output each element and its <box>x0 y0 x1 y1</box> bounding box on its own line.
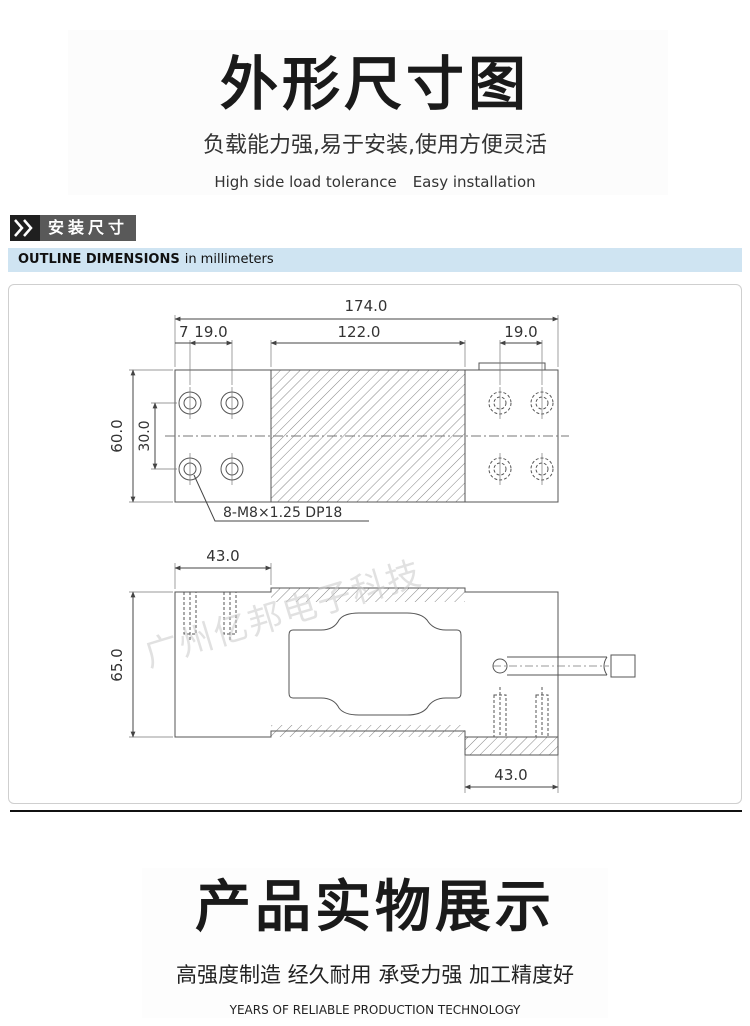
dimension-drawing: 174.0 7 19.0 122.0 19.0 60.0 30.0 8-M8×1… <box>108 297 636 793</box>
showcase-tagline: YEARS OF RELIABLE PRODUCTION TECHNOLOGY <box>229 1003 521 1017</box>
dim-bottom-mount-length: 43.0 <box>494 766 527 784</box>
section-divider <box>10 810 742 812</box>
dim-left-hole-pitch: 19.0 <box>194 323 227 341</box>
page-subtitle: 负载能力强,易于安装,使用方便灵活 <box>203 133 547 158</box>
outline-dimensions-band: OUTLINE DIMENSIONS in millimeters <box>8 248 742 272</box>
band-unit: in millimeters <box>184 252 274 267</box>
side-view-mount-block <box>464 736 559 756</box>
dim-hole-spacing: 30.0 <box>137 420 153 451</box>
side-view-bone-cutout <box>288 612 462 716</box>
top-view-connector-tab <box>478 362 546 371</box>
side-view-left-threads <box>183 591 237 640</box>
header-panel <box>68 30 668 195</box>
side-view-right-threads <box>493 687 549 738</box>
page-title: 外形尺寸图 <box>219 50 530 118</box>
double-chevron-icon <box>10 215 40 241</box>
showcase-panel <box>142 868 608 1018</box>
band-title: OUTLINE DIMENSIONS <box>18 252 180 267</box>
side-view <box>129 563 636 793</box>
showcase-subtitle: 高强度制造 经久耐用 承受力强 加工精度好 <box>175 963 575 987</box>
hole-callout: 8-M8×1.25 DP18 <box>223 505 342 521</box>
showcase-title: 产品实物展示 <box>195 875 555 940</box>
watermark: 广州亿邦电子科技 <box>140 553 427 675</box>
side-view-cable-end <box>610 654 636 678</box>
feature-side-load: High side load tolerance <box>214 173 397 191</box>
dim-edge-offset: 7 <box>179 323 189 341</box>
section-badge-label: 安装尺寸 <box>40 215 137 241</box>
dim-side-height: 65.0 <box>108 648 126 681</box>
dimension-drawing-panel: 174.0 7 19.0 122.0 19.0 60.0 30.0 8-M8×1… <box>8 284 742 804</box>
dim-top-height: 60.0 <box>108 419 126 452</box>
dim-right-hole-pitch: 19.0 <box>504 323 537 341</box>
feature-list-en: High side load tolerance Easy installatio… <box>0 172 750 192</box>
dim-center-span: 122.0 <box>338 323 381 341</box>
top-view <box>129 315 569 522</box>
dim-overall-length: 174.0 <box>345 297 388 315</box>
feature-easy-install: Easy installation <box>412 173 536 191</box>
dim-top-mount-length: 43.0 <box>206 547 239 565</box>
section-badge: 安装尺寸 <box>10 215 137 241</box>
